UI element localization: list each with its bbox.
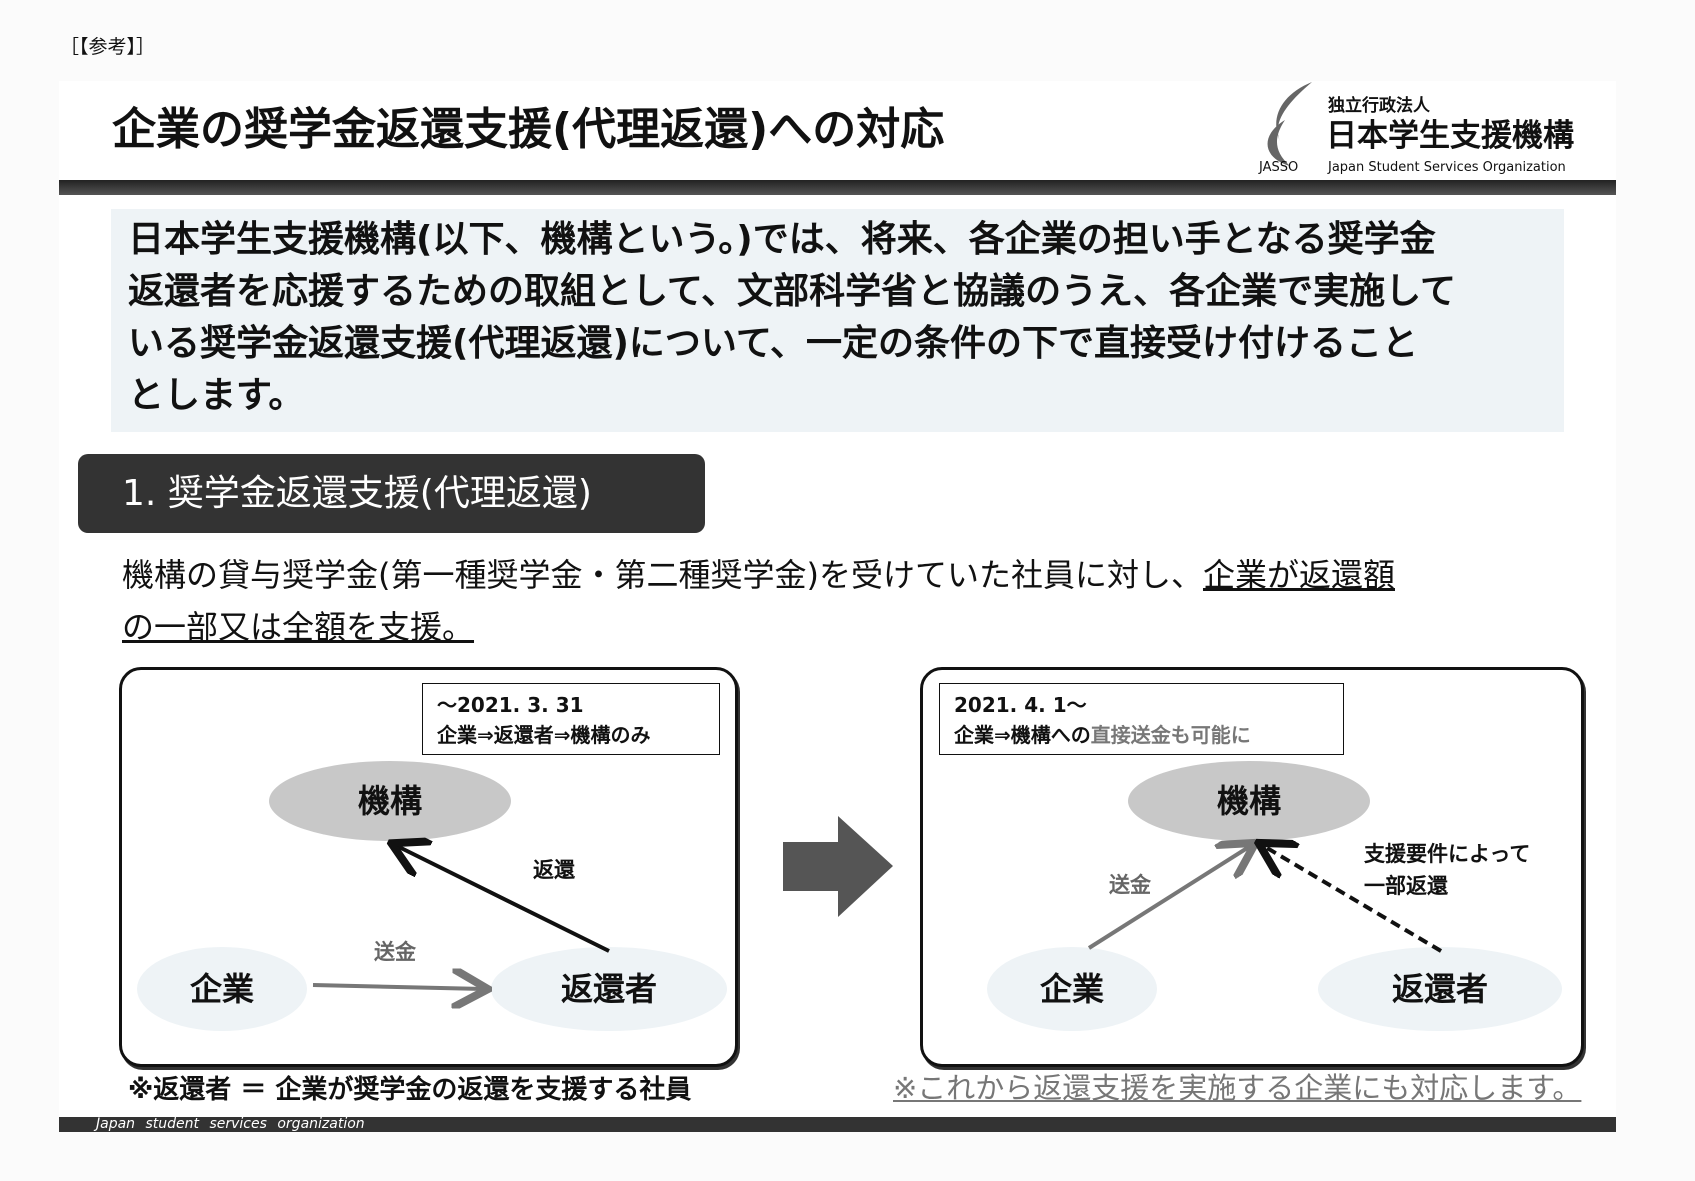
intro-box — [111, 209, 1564, 432]
label-partial-1: 支援要件によって — [1364, 842, 1531, 866]
footnote-left: ※返還者 ＝ 企業が奨学金の返還を支援する社員 — [128, 1075, 692, 1105]
label-henkansha-after: 返還者 — [1391, 969, 1489, 1008]
page-title: 企業の奨学金返還支援(代理返還)への対応 — [112, 104, 945, 155]
logo-name: 日本学生支援機構 — [1326, 118, 1574, 154]
label-henkan: 返還 — [533, 858, 575, 882]
body-text: 機構の貸与奨学金(第一種奨学金・第二種奨学金)を受けていた社員に対し、 — [122, 556, 1203, 594]
before-date: ～2021. 3. 31 — [437, 693, 584, 717]
intro-line: いる奨学金返還支援(代理返還)について、一定の条件の下で直接受け付けること — [128, 323, 1419, 364]
label-soukin-after: 送金 — [1109, 873, 1151, 897]
label-kigyou-after: 企業 — [1039, 969, 1105, 1008]
logo-english: Japan Student Services Organization — [1328, 160, 1566, 175]
node-kikou-before — [269, 761, 511, 841]
logo-subtitle: 独立行政法人 — [1328, 96, 1430, 116]
node-kigyou-after — [987, 947, 1157, 1031]
section-heading-box — [78, 454, 705, 533]
node-kigyou-before — [137, 947, 307, 1031]
after-desc-gray: 直接送金も可能に — [1090, 723, 1251, 747]
logo-abbr: JASSO — [1259, 160, 1299, 175]
label-partial-2: 一部返還 — [1364, 874, 1448, 898]
footnote-right: ※これから返還支援を実施する企業にも対応します。 — [893, 1071, 1582, 1105]
after-date: 2021. 4. 1～ — [954, 693, 1087, 717]
arrow-soukin-before — [312, 985, 484, 989]
label-kigyou-before: 企業 — [189, 969, 255, 1008]
intro-line: とします。 — [128, 375, 305, 416]
footer-text: Japan student services organization — [96, 1116, 365, 1132]
arrow-henkan — [395, 845, 610, 953]
after-date-box: 2021. 4. 1～ 企業⇒機構への直接送金も可能に — [939, 683, 1344, 755]
transition-arrow-icon — [783, 816, 893, 917]
intro-line: 返還者を応援するための取組として、文部科学省と協議のうえ、各企業で実施して — [128, 271, 1457, 312]
label-kikou-before: 機構 — [357, 781, 423, 820]
header-divider — [59, 180, 1616, 195]
node-henkansha-before — [491, 947, 727, 1031]
label-henkansha-before: 返還者 — [560, 969, 658, 1008]
label-soukin-before: 送金 — [374, 940, 416, 964]
before-desc: 企業⇒返還者⇒機構のみ — [437, 723, 651, 747]
body-line-1: 機構の貸与奨学金(第一種奨学金・第二種奨学金)を受けていた社員に対し、企業が返還… — [122, 556, 1395, 594]
before-date-box: ～2021. 3. 31 企業⇒返還者⇒機構のみ — [422, 683, 720, 755]
section-heading: 1. 奨学金返還支援(代理返還) — [122, 473, 592, 514]
node-kikou-after — [1128, 761, 1370, 841]
footer-bar — [59, 1117, 1616, 1132]
intro-line: 日本学生支援機構(以下、機構という。)では、将来、各企業の担い手となる奨学金 — [128, 219, 1436, 260]
body-line-2: の一部又は全額を支援。 — [122, 608, 475, 646]
after-desc-plain: 企業⇒機構への — [954, 723, 1091, 747]
body-underlined-text: 企業が返還額 — [1202, 556, 1395, 594]
arrow-soukin-after — [1087, 845, 1252, 950]
label-kikou-after: 機構 — [1216, 781, 1282, 820]
node-henkansha-after — [1318, 947, 1562, 1031]
arrow-partial-henkan — [1262, 845, 1443, 953]
reference-label: ［【参考】］ — [60, 36, 156, 58]
after-desc: 企業⇒機構への直接送金も可能に — [954, 720, 1329, 750]
